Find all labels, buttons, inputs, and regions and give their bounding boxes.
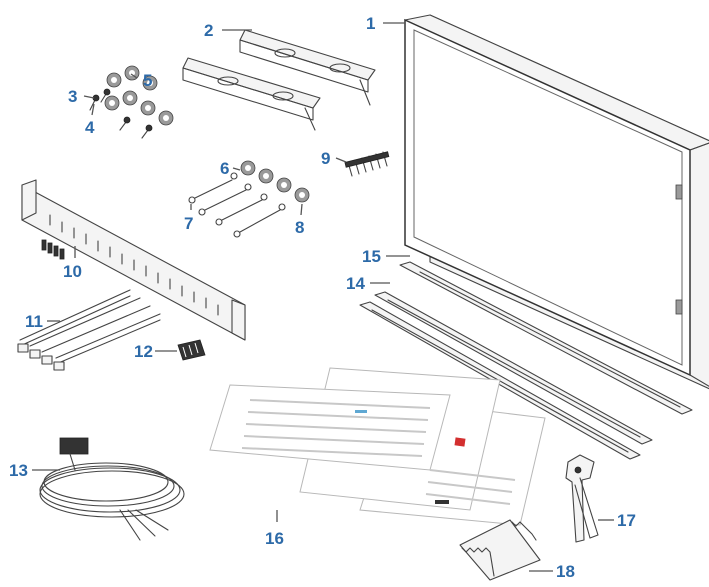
callout-16: 16 (265, 529, 284, 548)
callout-6: 6 (220, 159, 229, 178)
part-11-cable-ties (17, 289, 161, 371)
callout-18: 18 (556, 562, 575, 581)
part-9-screws (344, 151, 390, 177)
part-2-brackets (182, 29, 376, 131)
callout-12: 12 (134, 342, 153, 361)
callout-5: 5 (143, 71, 152, 90)
part-17-tool (565, 454, 599, 543)
leader-lines (32, 22, 614, 572)
part-10-panel (21, 179, 246, 341)
callout-4: 4 (85, 118, 95, 137)
callout-17: 17 (617, 511, 636, 530)
callout-1: 1 (366, 14, 375, 33)
part-16-documents (209, 367, 546, 526)
callout-13: 13 (9, 461, 28, 480)
part-3-4-5-hardware (89, 65, 174, 139)
callout-11: 11 (25, 312, 43, 331)
callout-14: 14 (346, 274, 365, 293)
part-13-cable (39, 437, 185, 541)
callout-7: 7 (184, 214, 193, 233)
callout-9: 9 (321, 149, 330, 168)
callout-2: 2 (204, 21, 213, 40)
callout-3: 3 (68, 87, 77, 106)
callout-10: 10 (63, 262, 82, 281)
callout-15: 15 (362, 247, 381, 266)
part-12-connector (177, 339, 206, 361)
part-1-display (404, 14, 709, 390)
callout-labels: 1 2 3 4 5 6 7 8 9 10 11 12 13 14 15 16 1… (9, 14, 636, 581)
part-6-7-8-bolts (188, 160, 310, 238)
part-18-cloth (459, 519, 541, 581)
callout-8: 8 (295, 218, 304, 237)
